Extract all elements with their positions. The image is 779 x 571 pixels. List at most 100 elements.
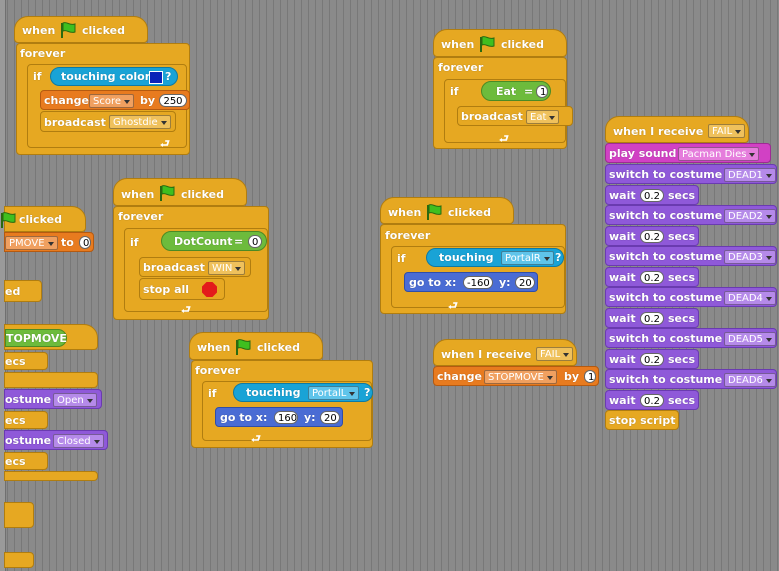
when-flag-clicked-hat[interactable]: when clicked bbox=[433, 29, 567, 57]
partial-block[interactable] bbox=[4, 471, 98, 481]
change-score-block[interactable]: change Score by 250 bbox=[40, 90, 190, 110]
switch-costume-block[interactable]: switch to costume DEAD3 bbox=[605, 246, 777, 266]
forever-block[interactable]: forever if touching PortalR ? go to x: -… bbox=[380, 224, 566, 314]
variable-dropdown[interactable]: PMOVE bbox=[5, 236, 58, 250]
seconds-input[interactable]: 0.2 bbox=[640, 189, 664, 202]
forever-block[interactable]: forever if Eat = 1 broadcast Eat ⮐ bbox=[433, 57, 573, 149]
partial-hat-receive[interactable]: TOPMOVE bbox=[4, 324, 98, 350]
costume-dropdown[interactable]: DEAD4 bbox=[724, 291, 776, 305]
variable-reporter[interactable]: Eat bbox=[496, 85, 517, 98]
forever-block[interactable]: forever if DotCount = 0 broadcast WIN st… bbox=[113, 206, 269, 320]
number-input[interactable]: 0 bbox=[79, 236, 91, 249]
if-block[interactable]: if Eat = 1 broadcast Eat ⮐ bbox=[444, 79, 573, 145]
when-flag-clicked-hat[interactable]: when clicked bbox=[113, 178, 247, 206]
wait-block[interactable]: wait 0.2 secs bbox=[605, 349, 699, 369]
equals-block[interactable]: DotCount = 0 bbox=[161, 231, 267, 251]
message-dropdown[interactable]: Ghostdie bbox=[109, 115, 171, 129]
x-input[interactable]: -160 bbox=[463, 276, 493, 289]
sound-dropdown[interactable]: Pacman Dies bbox=[678, 147, 760, 161]
seconds-input[interactable]: 0.2 bbox=[640, 271, 664, 284]
when-i-receive-hat[interactable]: when I receive FAIL bbox=[433, 339, 577, 366]
switch-costume-block[interactable]: switch to costume DEAD4 bbox=[605, 287, 777, 307]
color-swatch[interactable] bbox=[149, 71, 163, 84]
partial-switch-costume-block[interactable]: ostume Closed bbox=[4, 430, 108, 450]
costume-dropdown[interactable]: Open bbox=[53, 393, 97, 407]
sprite-dropdown[interactable]: PortalL bbox=[308, 386, 360, 400]
when-flag-clicked-hat[interactable]: when clicked bbox=[380, 197, 514, 224]
touching-color-block[interactable]: touching color ? bbox=[50, 67, 178, 86]
wait-block[interactable]: wait 0.2 secs bbox=[605, 185, 699, 205]
number-input[interactable]: 0 bbox=[248, 235, 262, 248]
costume-dropdown[interactable]: DEAD1 bbox=[724, 168, 776, 182]
loop-arrow-icon: ⮐ bbox=[160, 137, 170, 150]
partial-block[interactable] bbox=[4, 552, 34, 568]
switch-costume-block[interactable]: switch to costume DEAD1 bbox=[605, 164, 777, 184]
equals-block[interactable]: Eat = 1 bbox=[481, 81, 551, 101]
if-block[interactable]: if touching color ? change Score by 250 … bbox=[27, 64, 190, 150]
partial-wait-block[interactable]: ecs bbox=[4, 352, 48, 370]
costume-dropdown[interactable]: DEAD3 bbox=[724, 250, 776, 264]
costume-dropdown[interactable]: DEAD5 bbox=[724, 332, 776, 346]
message-dropdown[interactable]: FAIL bbox=[708, 124, 746, 138]
partial-block[interactable]: ed bbox=[4, 280, 42, 302]
y-input[interactable]: 20 bbox=[320, 411, 340, 424]
partial-hat[interactable]: clicked bbox=[1, 206, 86, 232]
stop-script-block[interactable]: stop script bbox=[605, 410, 679, 430]
forever-block[interactable]: forever if touching PortalL ? go to x: 1… bbox=[191, 360, 373, 448]
broadcast-block[interactable]: broadcast Eat bbox=[457, 106, 573, 126]
costume-dropdown[interactable]: Closed bbox=[53, 434, 104, 448]
costume-dropdown[interactable]: DEAD6 bbox=[724, 373, 776, 387]
touching-block[interactable]: touching PortalR ? bbox=[426, 248, 564, 267]
loop-arrow-icon: ⮐ bbox=[181, 303, 191, 316]
forever-block[interactable]: forever if touching color ? change Score… bbox=[16, 43, 190, 155]
if-block[interactable]: if touching PortalR ? go to x: -160 y: 2… bbox=[391, 246, 565, 312]
broadcast-block[interactable]: broadcast WIN bbox=[139, 257, 251, 277]
wait-block[interactable]: wait 0.2 secs bbox=[605, 267, 699, 287]
seconds-input[interactable]: 0.2 bbox=[640, 353, 664, 366]
seconds-input[interactable]: 0.2 bbox=[640, 230, 664, 243]
stop-sign-icon bbox=[202, 282, 217, 297]
message-dropdown[interactable]: WIN bbox=[208, 261, 246, 275]
number-input[interactable]: 1 bbox=[536, 85, 548, 98]
y-input[interactable]: 20 bbox=[515, 276, 535, 289]
switch-costume-block[interactable]: switch to costume DEAD5 bbox=[605, 328, 777, 348]
x-input[interactable]: 160 bbox=[274, 411, 298, 424]
broadcast-block[interactable]: broadcast Ghostdie bbox=[40, 111, 176, 132]
costume-dropdown[interactable]: DEAD2 bbox=[724, 209, 776, 223]
switch-costume-block[interactable]: switch to costume DEAD2 bbox=[605, 205, 777, 225]
if-block[interactable]: if DotCount = 0 broadcast WIN stop all ⮐ bbox=[124, 228, 268, 316]
when-i-receive-hat[interactable]: when I receive FAIL bbox=[605, 116, 749, 143]
partial-switch-costume-block[interactable]: ostume Open bbox=[4, 389, 102, 409]
sprite-dropdown[interactable]: PortalR bbox=[501, 251, 554, 265]
wait-block[interactable]: wait 0.2 secs bbox=[605, 308, 699, 328]
play-sound-block[interactable]: play sound Pacman Dies bbox=[605, 143, 771, 163]
message-dropdown[interactable]: FAIL bbox=[536, 347, 574, 361]
go-to-xy-block[interactable]: go to x: -160 y: 20 bbox=[404, 272, 538, 292]
variable-reporter[interactable]: DotCount bbox=[174, 235, 233, 248]
variable-dropdown[interactable]: STOPMOVE bbox=[484, 370, 557, 384]
wait-block[interactable]: wait 0.2 secs bbox=[605, 390, 699, 410]
touching-block[interactable]: touching PortalL ? bbox=[233, 383, 373, 402]
green-flag-icon bbox=[160, 185, 175, 201]
green-flag-icon bbox=[480, 36, 495, 52]
number-input[interactable]: 250 bbox=[159, 94, 187, 107]
switch-costume-block[interactable]: switch to costume DEAD6 bbox=[605, 369, 777, 389]
partial-wait-block[interactable]: ecs bbox=[4, 411, 48, 429]
wait-block[interactable]: wait 0.2 secs bbox=[605, 226, 699, 246]
partial-block[interactable] bbox=[4, 372, 98, 388]
message-dropdown[interactable]: Eat bbox=[526, 110, 560, 124]
if-block[interactable]: if touching PortalL ? go to x: 160 y: 20… bbox=[202, 381, 373, 445]
seconds-input[interactable]: 0.2 bbox=[640, 312, 664, 325]
go-to-xy-block[interactable]: go to x: 160 y: 20 bbox=[215, 407, 343, 427]
partial-set-variable-block[interactable]: PMOVE to 0 bbox=[4, 232, 94, 252]
seconds-input[interactable]: 0.2 bbox=[640, 394, 664, 407]
variable-dropdown[interactable]: Score bbox=[89, 94, 135, 108]
change-variable-block[interactable]: change STOPMOVE by 1 bbox=[433, 366, 599, 386]
loop-arrow-icon: ⮐ bbox=[251, 432, 261, 445]
partial-wait-block[interactable]: ecs bbox=[4, 452, 48, 470]
when-flag-clicked-hat[interactable]: when clicked bbox=[14, 16, 148, 43]
partial-block[interactable] bbox=[4, 502, 34, 528]
number-input[interactable]: 1 bbox=[584, 370, 596, 383]
stop-all-block[interactable]: stop all bbox=[139, 278, 225, 300]
when-flag-clicked-hat[interactable]: when clicked bbox=[189, 332, 323, 360]
